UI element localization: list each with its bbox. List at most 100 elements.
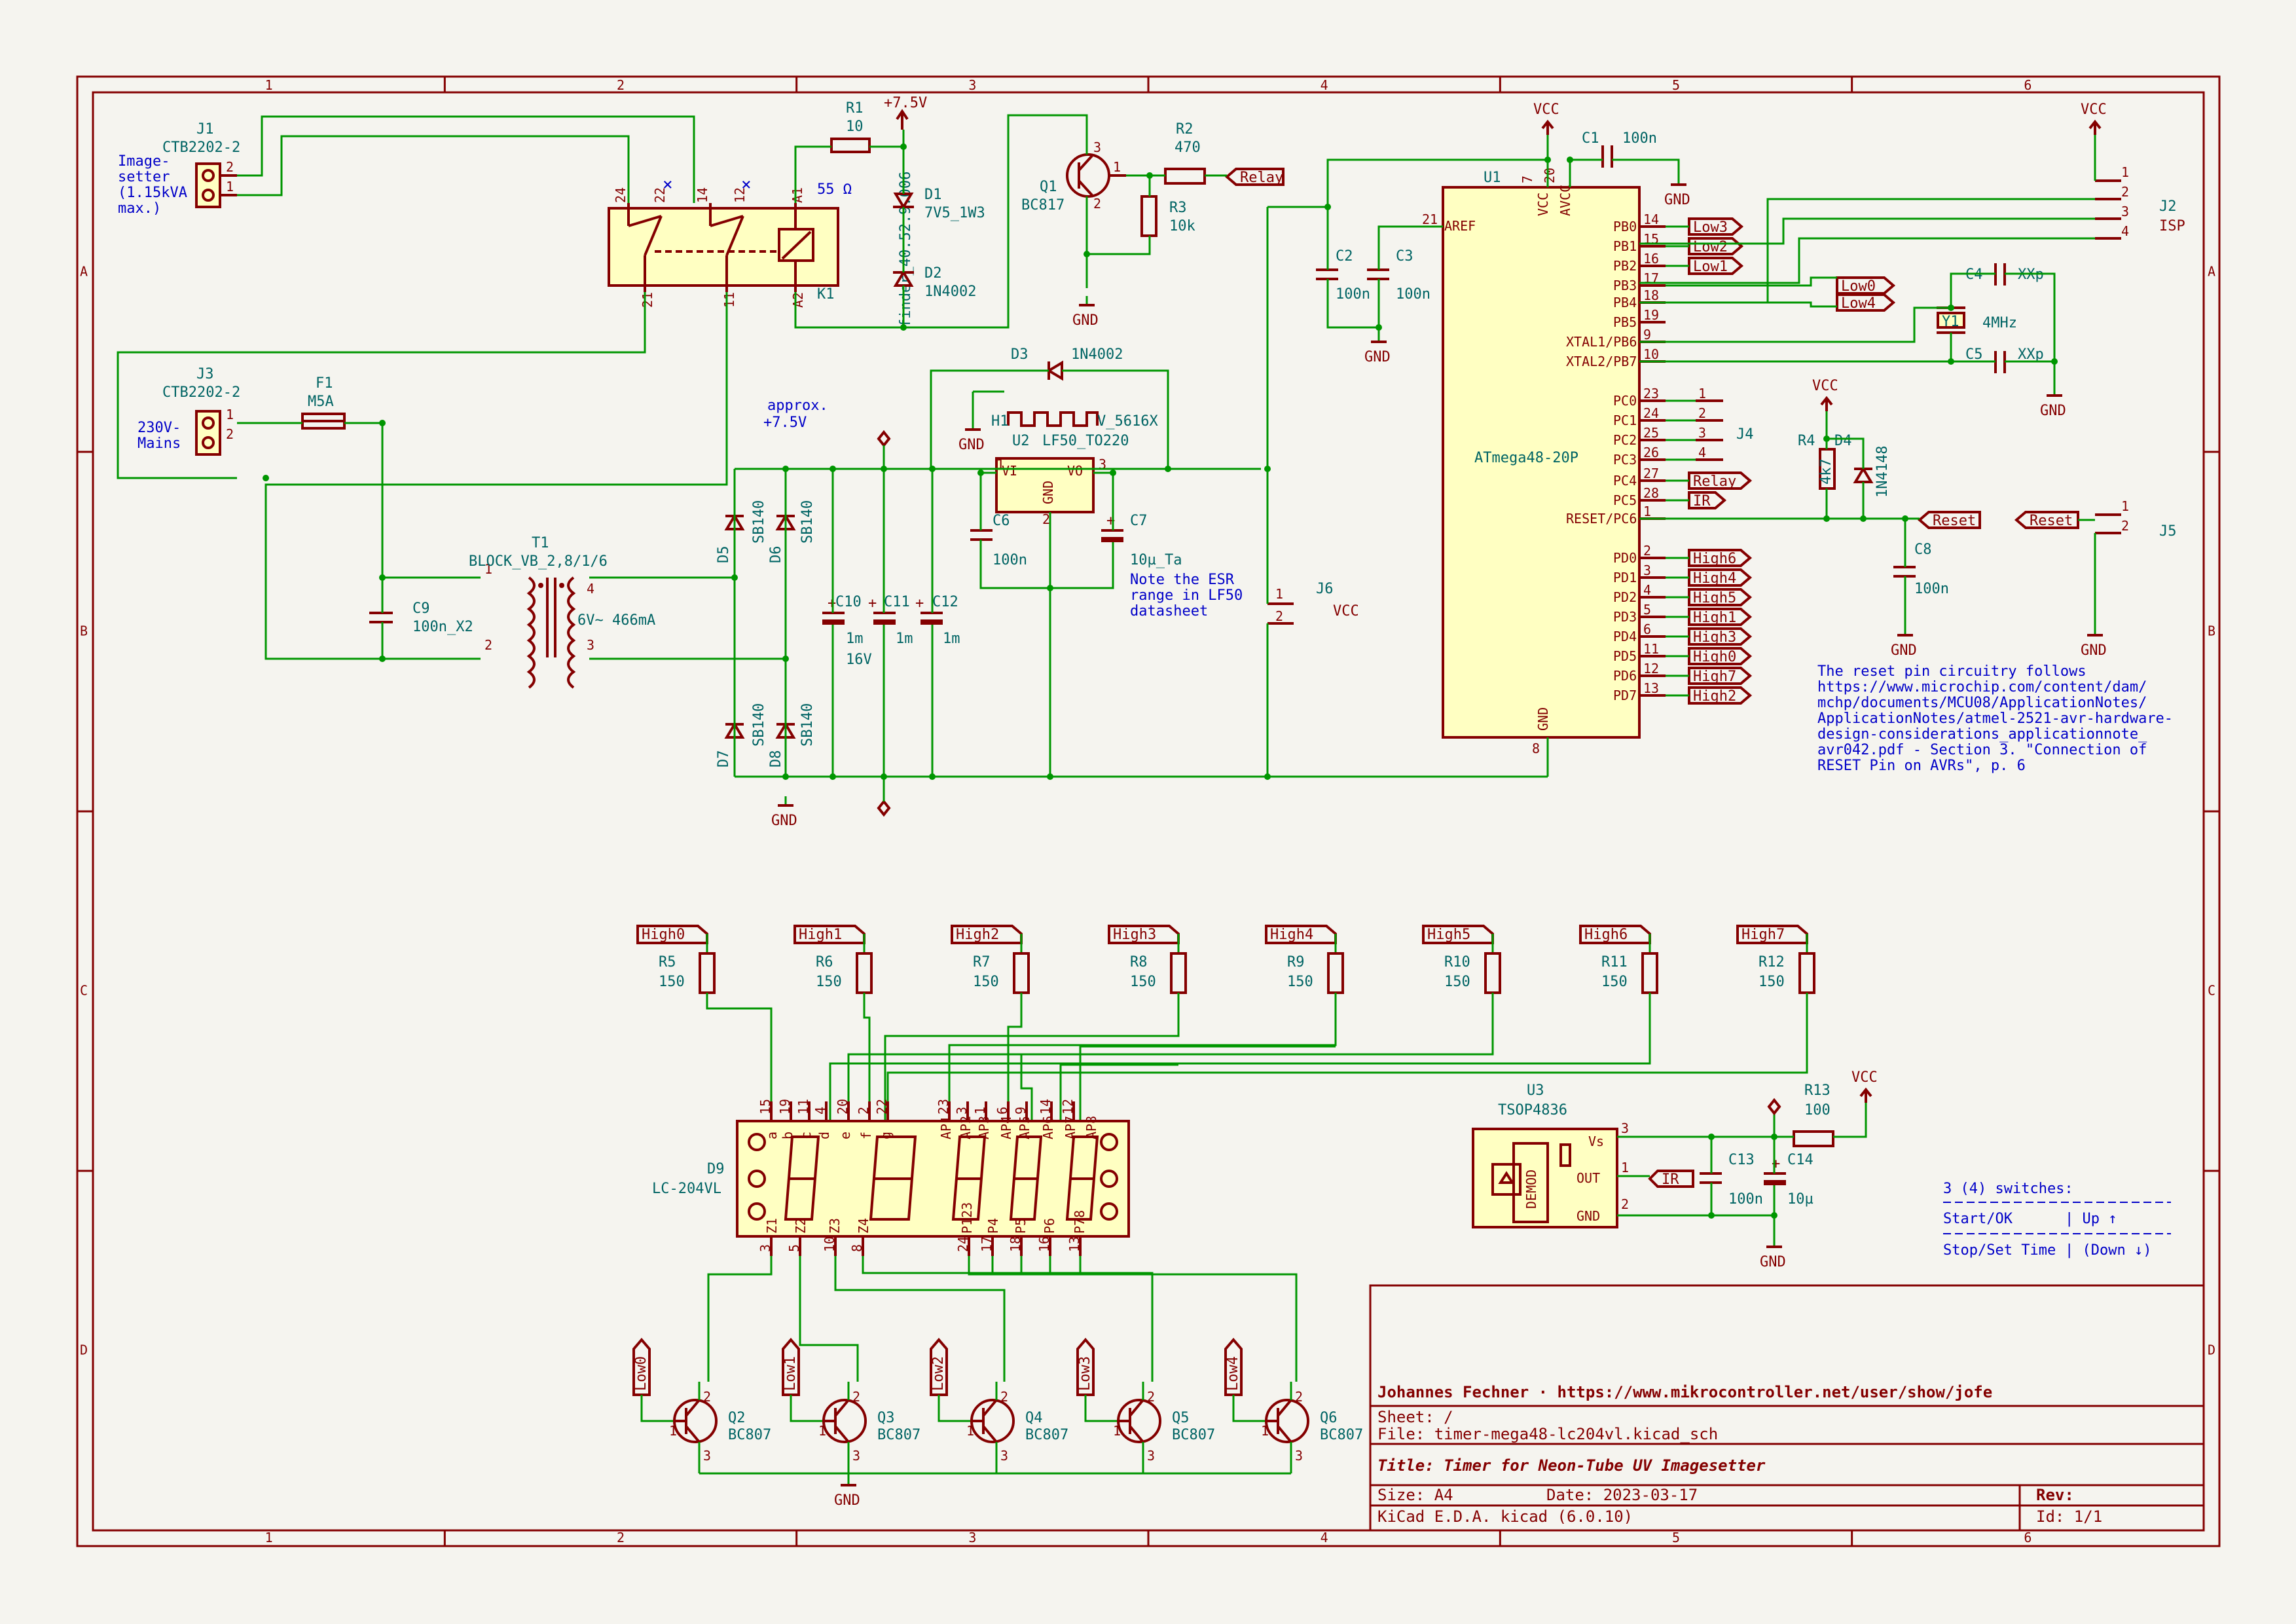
- transistor-pin: 2: [1147, 1389, 1155, 1405]
- net-label-text: Low0: [633, 1356, 649, 1391]
- net-label: [1688, 237, 1744, 255]
- svg-text:C12: C12: [932, 594, 958, 610]
- svg-text:230V-: 230V-: [137, 420, 181, 436]
- svg-text:Reset: Reset: [1933, 513, 1976, 529]
- mcu-pin-number: 23: [1643, 386, 1659, 401]
- svg-text:ATmega48-20P: ATmega48-20P: [1474, 450, 1578, 466]
- svg-text:16V: 16V: [846, 652, 872, 668]
- note-reset: The reset pin circuitry follows https://…: [1817, 663, 2173, 774]
- svg-text:RESET Pin on AVRs", p. 6: RESET Pin on AVRs", p. 6: [1817, 758, 2026, 774]
- frame-col-mark: 1: [265, 1530, 273, 1545]
- svg-text:4: 4: [2121, 223, 2129, 239]
- net-label: [1836, 293, 1896, 312]
- svg-text:Reset: Reset: [2030, 513, 2073, 529]
- mcu-pin-number: 12: [1643, 661, 1659, 676]
- mcu-pin-name: PD0: [1613, 550, 1637, 566]
- svg-text:Y1: Y1: [1942, 314, 1959, 330]
- transistor-ref: Q5: [1172, 1410, 1190, 1426]
- resistor-ref: R6: [816, 954, 833, 970]
- mcu-pin-number: 11: [1643, 641, 1659, 657]
- svg-text:+7.5V: +7.5V: [884, 95, 927, 111]
- note-imagesetter: Image- setter (1.15kVA max.): [118, 153, 187, 217]
- mcu-pin-number: 26: [1643, 445, 1659, 460]
- frame-row-mark: C: [2208, 983, 2215, 999]
- resistor-value: 150: [1444, 974, 1470, 990]
- transistor-pin: 3: [1295, 1448, 1303, 1464]
- svg-text:ISP: ISP: [2159, 218, 2185, 234]
- connector-j2: 1 2 3 4 J2 ISP: [2095, 164, 2185, 240]
- resistor-value: 150: [1287, 974, 1313, 990]
- mcu-pin-name: PD5: [1613, 648, 1637, 664]
- mcu-pin-name: PB0: [1613, 219, 1637, 234]
- display-pin-name: e: [837, 1132, 853, 1139]
- net-label: [1076, 1337, 1095, 1396]
- svg-text:AREF: AREF: [1444, 218, 1476, 234]
- svg-text:U2: U2: [1012, 433, 1030, 449]
- resistor-r13: R13 100: [1793, 1082, 1834, 1147]
- svg-text:TSOP4836: TSOP4836: [1498, 1102, 1567, 1118]
- title-block: Johannes Fechner · https://www.mikrocont…: [1369, 1284, 2205, 1532]
- svg-text:1: 1: [1275, 586, 1283, 602]
- svg-text:BLOCK_VB_2,8/1/6: BLOCK_VB_2,8/1/6: [469, 553, 608, 570]
- transistor-value: BC807: [1320, 1427, 1363, 1443]
- gnd-label: GND: [1664, 192, 1690, 208]
- net-label-text: Low3: [1693, 219, 1728, 236]
- svg-text:1: 1: [484, 561, 492, 577]
- resistor-ref: R9: [1287, 954, 1305, 970]
- mcu-pin-name: XTAL2/PB7: [1566, 354, 1637, 369]
- mcu-pin-name: PB4: [1613, 295, 1637, 310]
- transistor-q3: [822, 1399, 867, 1443]
- svg-text:1N4002: 1N4002: [1071, 346, 1123, 363]
- frame-col-mark: 5: [1672, 1530, 1680, 1545]
- mcu-pin-number: 18: [1643, 287, 1659, 303]
- display-pin-name: AP5: [1017, 1116, 1032, 1139]
- svg-text:F1: F1: [316, 375, 333, 392]
- svg-text:+: +: [1772, 1156, 1780, 1172]
- svg-text:J5: J5: [2159, 523, 2177, 540]
- svg-text:J2: J2: [2159, 198, 2177, 215]
- frame-row-mark: B: [80, 623, 88, 639]
- net-label-text: Low4: [1841, 295, 1876, 312]
- svg-text:2: 2: [226, 159, 234, 175]
- svg-text:DEMOD: DEMOD: [1523, 1170, 1539, 1209]
- display-pin-number: 3: [954, 1107, 970, 1115]
- net-label: [1688, 608, 1753, 626]
- note-switches: 3 (4) switches: Start/OK | Up ↑ Stop/Set…: [1943, 1181, 2171, 1259]
- svg-text:3: 3: [2121, 204, 2129, 219]
- svg-text:R13: R13: [1804, 1082, 1831, 1099]
- mcu-pin-name: PB1: [1613, 238, 1637, 254]
- frame-row-mark: D: [80, 1342, 88, 1358]
- net-label-text: High5: [1427, 927, 1470, 943]
- svg-text:| (Down ↓): | (Down ↓): [2065, 1242, 2151, 1259]
- transistor-pin: 3: [703, 1448, 711, 1464]
- display-pin-name: Z2: [793, 1218, 809, 1234]
- svg-text:V_5616X: V_5616X: [1097, 413, 1158, 430]
- note-mains: 230V- Mains: [137, 420, 181, 452]
- svg-text:IR: IR: [1662, 1172, 1679, 1188]
- resistor-ref: R7: [973, 954, 991, 970]
- gnd-label: GND: [958, 437, 985, 453]
- svg-text:×: ×: [663, 175, 673, 194]
- svg-text:CTB2202-2: CTB2202-2: [162, 384, 240, 401]
- net-label: [1688, 686, 1753, 705]
- svg-text:Mains: Mains: [137, 435, 181, 452]
- display-pin-name: a: [764, 1132, 780, 1139]
- svg-text:+: +: [915, 595, 924, 612]
- transistor-pin: 2: [1295, 1389, 1303, 1405]
- net-label: [1688, 549, 1753, 567]
- display-pin-name: c: [798, 1132, 814, 1139]
- j4-pin-number: 1: [1698, 386, 1706, 401]
- svg-text:U1: U1: [1484, 170, 1501, 186]
- display-pin-number: 24: [955, 1236, 971, 1252]
- net-label: [1836, 276, 1896, 295]
- display-pin-number: 11: [795, 1099, 811, 1115]
- mcu-pin-name: PC2: [1613, 432, 1637, 448]
- display-pin-number: 2: [856, 1107, 871, 1115]
- svg-text:3: 3: [587, 637, 594, 653]
- diode-d8: D8 SB140: [768, 703, 816, 767]
- net-label-text: Relay: [1693, 473, 1736, 490]
- svg-text:R3: R3: [1169, 200, 1187, 216]
- svg-text:1N4148: 1N4148: [1874, 446, 1891, 498]
- gnd-label: GND: [1072, 312, 1099, 329]
